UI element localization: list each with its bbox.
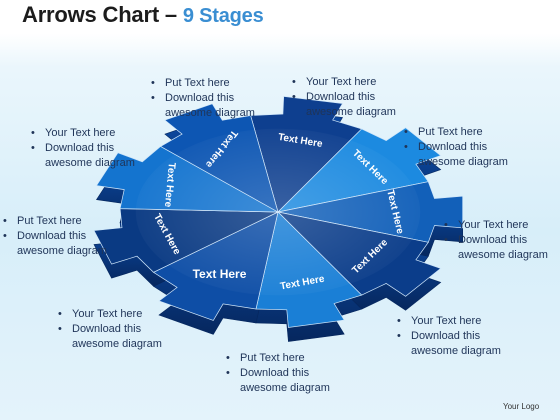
caption-line: Put Text here bbox=[401, 125, 508, 140]
caption-left: Put Text here Download this awesome diag… bbox=[0, 214, 107, 259]
caption-line: Put Text here bbox=[148, 76, 255, 91]
wheel-highlight bbox=[135, 128, 421, 296]
caption-line: awesome diagram bbox=[240, 382, 330, 394]
caption-line: awesome diagram bbox=[17, 245, 107, 257]
caption-line: Your Text here bbox=[289, 75, 396, 90]
segment-label: Text Here bbox=[193, 267, 247, 281]
title-dash: – bbox=[164, 2, 177, 27]
caption-line: awesome diagram bbox=[45, 157, 135, 169]
caption-line: Download this bbox=[55, 322, 162, 337]
caption-line: awesome diagram bbox=[418, 156, 508, 168]
caption-bottom: Put Text here Download this awesome diag… bbox=[223, 351, 330, 396]
caption-upper-right: Put Text here Download this awesome diag… bbox=[401, 125, 508, 170]
caption-line: Your Text here bbox=[441, 218, 548, 233]
slide-title: Arrows Chart – 9 Stages bbox=[22, 2, 264, 28]
caption-top-right: Your Text here Download this awesome dia… bbox=[289, 75, 396, 120]
title-accent: 9 Stages bbox=[182, 5, 264, 27]
caption-line: awesome diagram bbox=[72, 338, 162, 350]
caption-line: Download this bbox=[148, 91, 255, 106]
caption-line: Put Text here bbox=[223, 351, 330, 366]
logo-text: Your Logo bbox=[503, 402, 540, 411]
caption-line: Download this bbox=[394, 329, 501, 344]
caption-line: Your Text here bbox=[55, 307, 162, 322]
caption-top-left: Put Text here Download this awesome diag… bbox=[148, 76, 255, 121]
caption-line: Your Text here bbox=[394, 314, 501, 329]
caption-line: Download this bbox=[223, 366, 330, 381]
segment-label: Text Here bbox=[162, 162, 177, 208]
caption-line: awesome diagram bbox=[411, 345, 501, 357]
caption-right: Your Text here Download this awesome dia… bbox=[441, 218, 548, 263]
caption-line: Download this bbox=[289, 90, 396, 105]
caption-line: Download this bbox=[441, 233, 548, 248]
caption-line: Put Text here bbox=[0, 214, 107, 229]
caption-line: Download this bbox=[401, 140, 508, 155]
caption-line: awesome diagram bbox=[458, 249, 548, 261]
caption-line: awesome diagram bbox=[165, 107, 255, 119]
caption-line: awesome diagram bbox=[306, 106, 396, 118]
title-main: Arrows Chart bbox=[22, 2, 159, 27]
caption-line: Download this bbox=[0, 229, 107, 244]
caption-line: Your Text here bbox=[28, 126, 135, 141]
caption-line: Download this bbox=[28, 141, 135, 156]
caption-lower-right: Your Text here Download this awesome dia… bbox=[394, 314, 501, 359]
caption-upper-left: Your Text here Download this awesome dia… bbox=[28, 126, 135, 171]
caption-lower-left: Your Text here Download this awesome dia… bbox=[55, 307, 162, 352]
